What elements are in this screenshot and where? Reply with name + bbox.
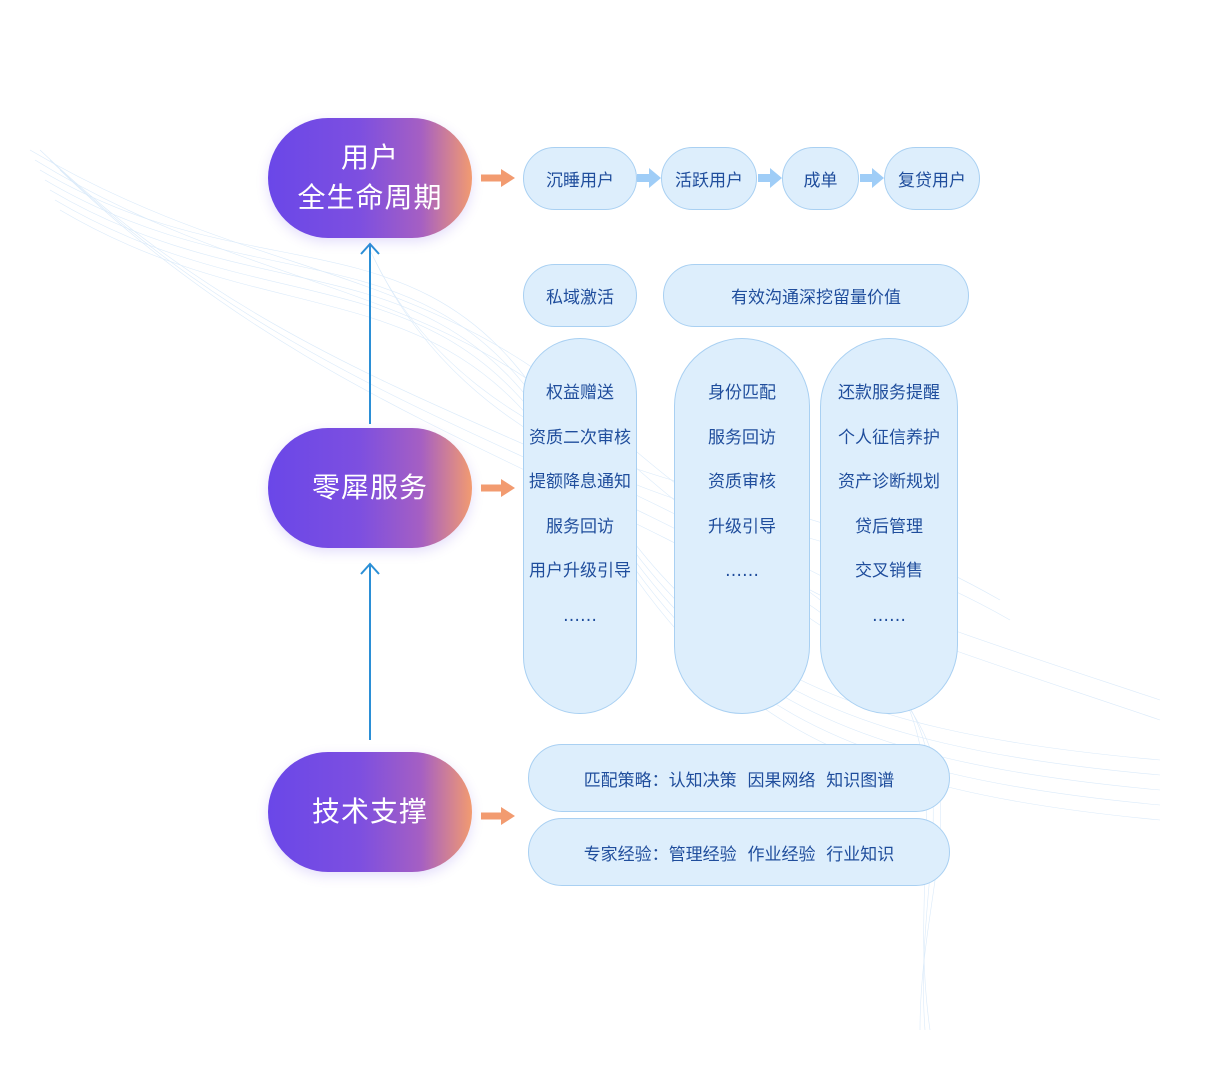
stage-repeat-loan-user: 复贷用户	[884, 147, 980, 210]
service-item: 用户升级引导	[529, 561, 631, 581]
orange-arrow-service	[481, 479, 515, 497]
service-item: 资产诊断规划	[838, 472, 940, 492]
tech-node: 技术支撑	[268, 752, 472, 872]
blue-arrow-2	[758, 168, 782, 188]
service-item: 资质二次审核	[529, 427, 631, 448]
stage-active-user: 活跃用户	[661, 147, 757, 210]
service-item: 还款服务提醒	[838, 383, 940, 403]
service-item: 权益赠送	[546, 383, 614, 403]
service-item: 个人征信养护	[838, 427, 940, 448]
service-item: 交叉销售	[855, 561, 923, 581]
orange-arrow-lifecycle	[481, 169, 515, 187]
service-item: 身份匹配	[708, 383, 776, 403]
connector-service-to-lifecycle	[360, 242, 380, 424]
service-item: 贷后管理	[855, 516, 923, 537]
tech-label: 匹配策略：认知决策 因果网络 知识图谱	[583, 770, 895, 791]
service-item: 服务回访	[546, 516, 614, 537]
highlight-private-domain: 私域激活	[523, 264, 637, 327]
tech-expert-experience: 专家经验：管理经验 作业经验 行业知识	[528, 818, 950, 886]
highlight-label: 私域激活	[546, 288, 614, 308]
stage-label: 活跃用户	[675, 171, 743, 191]
lifecycle-node-line2: 全生命周期	[297, 181, 443, 214]
tech-node-label: 技术支撑	[311, 795, 428, 828]
orange-arrow-tech	[481, 807, 515, 825]
highlight-effective-communication: 有效沟通深挖留量价值	[663, 264, 969, 327]
stage-label: 成单	[803, 171, 838, 191]
service-item: 资质审核	[708, 472, 776, 492]
lifecycle-node-line1: 用户	[340, 141, 399, 174]
service-item: ……	[872, 605, 906, 626]
service-column-3: 还款服务提醒 个人征信养护 资产诊断规划 贷后管理 交叉销售 ……	[820, 338, 958, 714]
service-node: 零犀服务	[268, 428, 472, 548]
stage-label: 沉睡用户	[546, 171, 614, 191]
service-column-2: 身份匹配 服务回访 资质审核 升级引导 ……	[674, 338, 810, 714]
blue-arrow-3	[860, 168, 884, 188]
connector-tech-to-service	[360, 562, 380, 740]
tech-matching-strategy: 匹配策略：认知决策 因果网络 知识图谱	[528, 744, 950, 812]
blue-arrow-1	[637, 168, 661, 188]
tech-label: 专家经验：管理经验 作业经验 行业知识	[583, 844, 895, 865]
stage-dormant-user: 沉睡用户	[523, 147, 637, 210]
service-node-label: 零犀服务	[311, 471, 428, 504]
service-item: 升级引导	[708, 516, 776, 537]
service-item: ……	[725, 561, 759, 581]
stage-label: 复贷用户	[898, 171, 966, 191]
service-item: 提额降息通知	[529, 472, 631, 492]
lifecycle-node: 用户 全生命周期	[268, 118, 472, 238]
service-item: 服务回访	[708, 427, 776, 448]
stage-deal: 成单	[782, 147, 859, 210]
service-column-1: 权益赠送 资质二次审核 提额降息通知 服务回访 用户升级引导 ……	[523, 338, 637, 714]
service-item: ……	[563, 605, 597, 626]
highlight-label: 有效沟通深挖留量价值	[731, 288, 901, 308]
